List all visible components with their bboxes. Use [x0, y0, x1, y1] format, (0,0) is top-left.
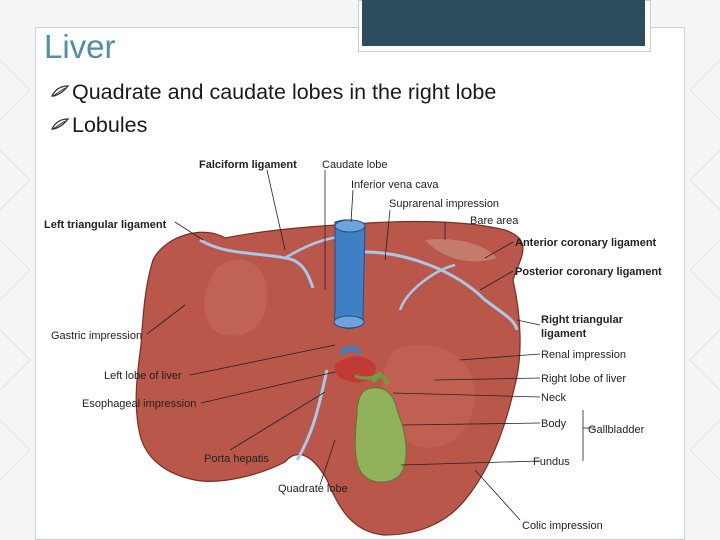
label-left-triangular-ligament: Left triangular ligament	[44, 219, 167, 231]
label-suprarenal-impression: Suprarenal impression	[389, 198, 499, 210]
label-esophageal-impression: Esophageal impression	[82, 398, 196, 410]
slide-title: Liver	[44, 28, 116, 65]
bullet-leaf-icon	[50, 114, 70, 130]
label-neck: Neck	[541, 392, 567, 404]
bullet-leaf-icon	[50, 81, 70, 97]
bullet-item: Lobules	[50, 114, 147, 137]
label-gastric-impression: Gastric impression	[51, 330, 142, 342]
label-fundus: Fundus	[533, 456, 570, 468]
label-posterior-coronary-ligament: Posterior coronary ligament	[515, 266, 662, 278]
label-left-lobe-of-liver: Left lobe of liver	[104, 370, 182, 382]
liver-diagram: Falciform ligament Caudate lobe Inferior…	[44, 159, 662, 536]
label-right-triangular-ligament-line2: ligament	[541, 328, 587, 340]
label-falciform-ligament: Falciform ligament	[199, 159, 297, 171]
vena-cava-shape	[334, 219, 366, 329]
gallbladder-shape	[354, 387, 407, 483]
label-caudate-lobe: Caudate lobe	[322, 159, 387, 171]
label-bare-area: Bare area	[470, 215, 519, 227]
label-body: Body	[541, 418, 567, 430]
label-porta-hepatis: Porta hepatis	[204, 453, 269, 465]
label-gallbladder: Gallbladder	[588, 424, 645, 436]
label-colic-impression: Colic impression	[522, 520, 603, 532]
label-right-triangular-ligament: Right triangular	[541, 314, 624, 326]
title-accent-bar	[362, 0, 645, 46]
label-right-lobe-of-liver: Right lobe of liver	[541, 373, 626, 385]
label-anterior-coronary-ligament: Anterior coronary ligament	[515, 237, 657, 249]
label-quadrate-lobe: Quadrate lobe	[278, 483, 348, 495]
label-inferior-vena-cava: Inferior vena cava	[351, 179, 439, 191]
bullet-text: Lobules	[72, 113, 148, 137]
bullet-text: Quadrate and caudate lobes in the right …	[72, 80, 497, 104]
bullet-item: Quadrate and caudate lobes in the right …	[50, 81, 496, 104]
label-renal-impression: Renal impression	[541, 349, 626, 361]
